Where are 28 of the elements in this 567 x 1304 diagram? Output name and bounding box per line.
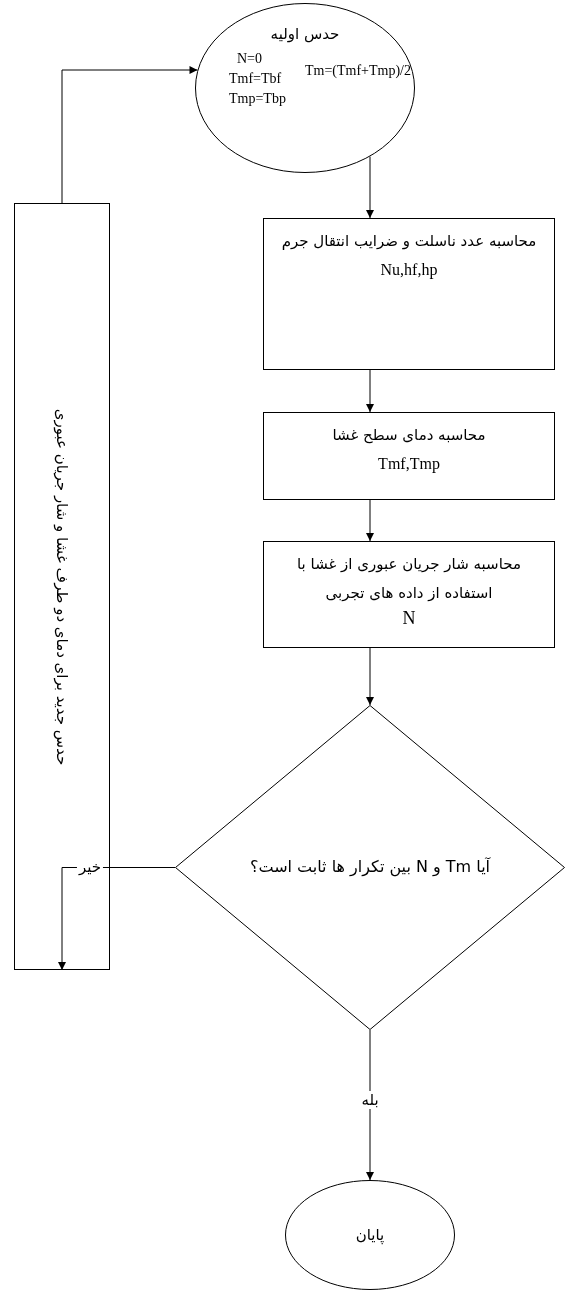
process-box: [263, 541, 555, 648]
arrow: [61, 66, 198, 204]
formula-text: Nu,hf,hp: [380, 259, 438, 281]
edge-label: بله: [359, 1091, 381, 1109]
step-label: محاسبه عدد ناسلت و ضرایب انتقال جرم: [281, 231, 537, 252]
formula-text: Tm=(Tmf+Tmp)/2: [305, 63, 411, 80]
arrow: [366, 156, 374, 219]
start-ellipse: [195, 3, 415, 173]
arrow: [366, 369, 374, 413]
end-ellipse: [285, 1180, 455, 1290]
step-label: پایان: [355, 1224, 385, 1247]
step-label: حدس جدید برای دمای دو طرف غشا و شار جریان عبوری: [53, 408, 71, 765]
arrow: [366, 647, 374, 706]
formula-text: Tmf,Tmp: [378, 453, 440, 475]
process-box: [14, 203, 110, 970]
step-label: محاسبه شار جریان عبوری از غشا با استفاده از داده های تجربی: [296, 554, 522, 604]
process-box: [263, 218, 555, 370]
arrow: [366, 1029, 374, 1181]
formula-text: N=0: [237, 51, 262, 68]
step-label: آیا Tm و N بین تکرار ها ثابت است؟: [249, 856, 491, 879]
formula-text: N: [402, 607, 416, 630]
step-label: محاسبه دمای سطح غشا: [332, 425, 486, 446]
step-label: حدس اولیه: [270, 25, 340, 43]
decision-diamond: [175, 705, 565, 1030]
process-box: [263, 412, 555, 500]
formula-text: Tmp=Tbp: [229, 91, 286, 108]
arrow: [366, 499, 374, 542]
formula-text: Tmf=Tbf: [229, 71, 282, 88]
